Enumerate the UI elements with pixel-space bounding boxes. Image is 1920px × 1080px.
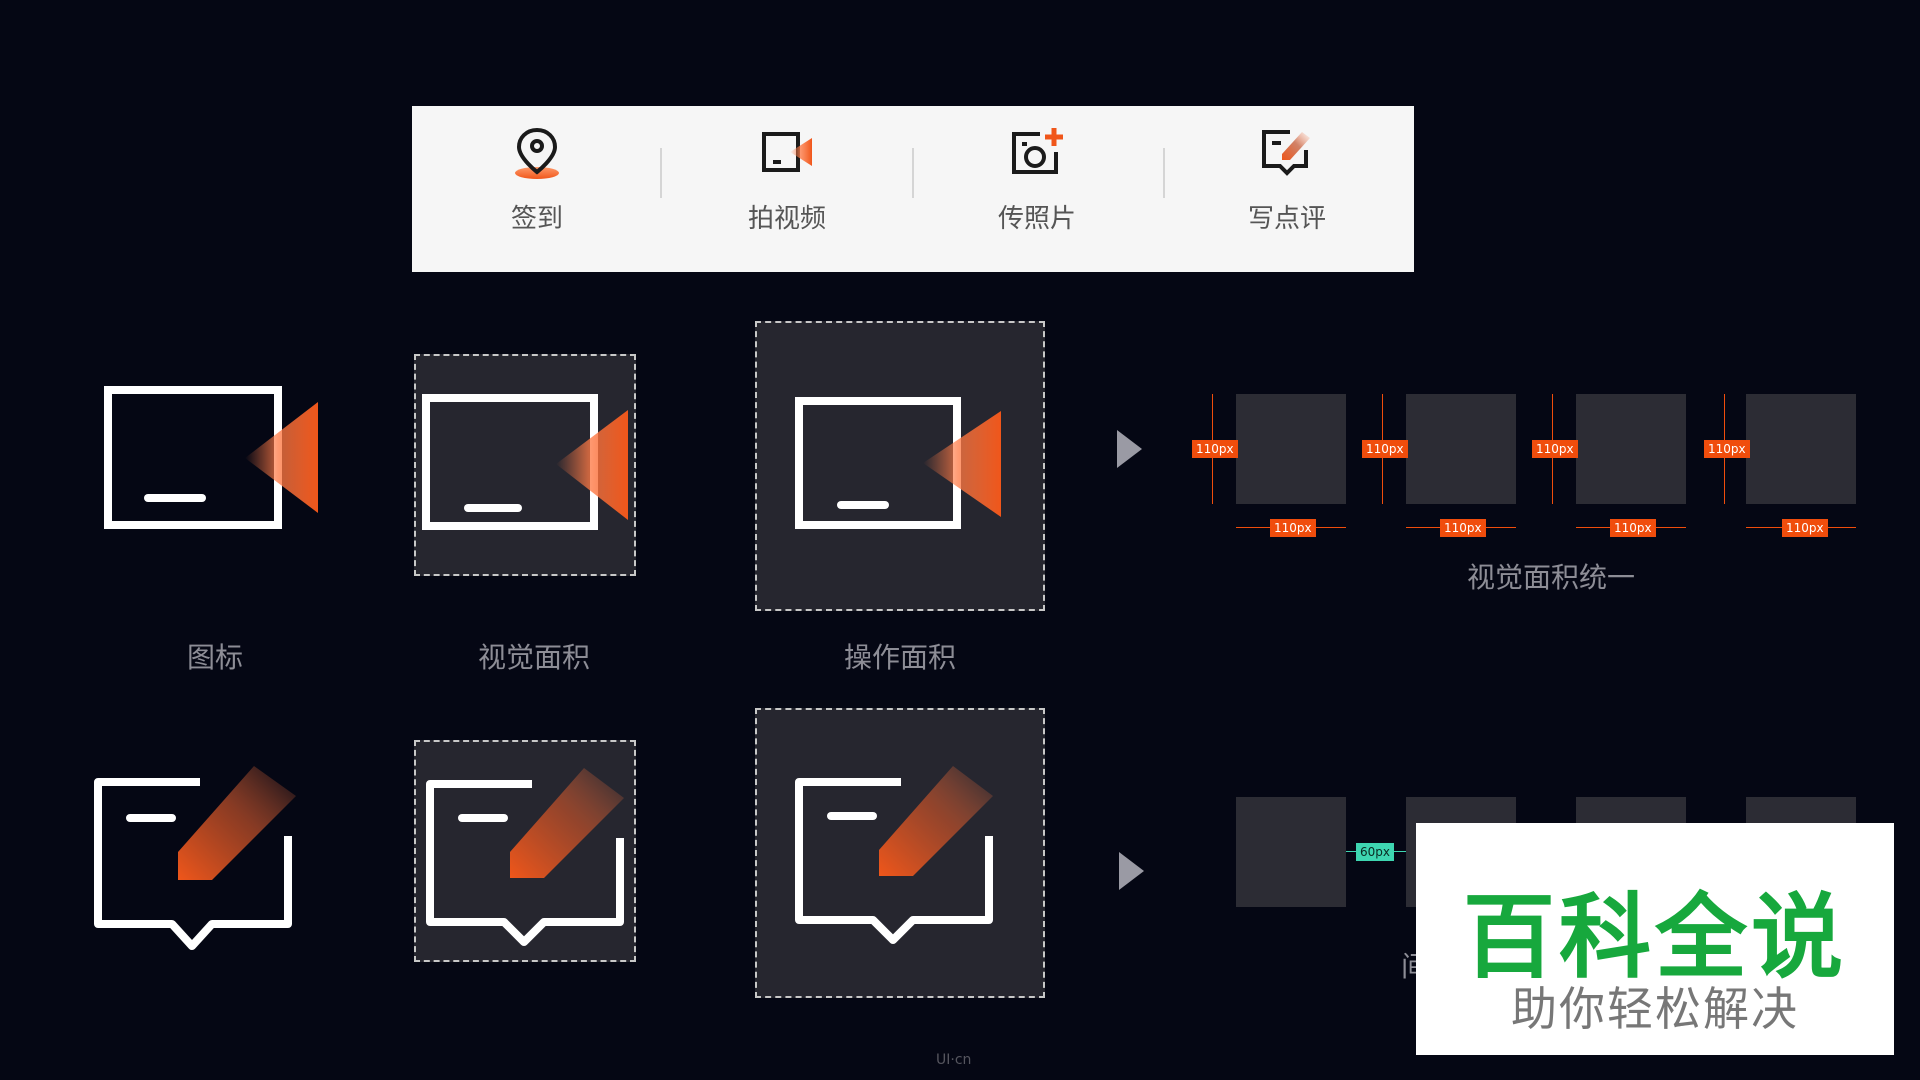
height-label: 110px [1532, 440, 1578, 458]
caption-visual-area-unified: 视觉面积统一 [1466, 561, 1635, 594]
operation-area-box [755, 321, 1045, 611]
write-review-icon [94, 766, 296, 950]
height-label: 110px [1704, 440, 1750, 458]
caption-visual-area: 视觉面积 [477, 641, 590, 674]
visual-area-sample [1576, 394, 1686, 504]
watermark-subtitle: 助你轻松解决 [1511, 982, 1799, 1036]
spacing-sample [1236, 797, 1346, 907]
ui-cn-logo: UI·cn [936, 1052, 972, 1068]
video-camera-icon [422, 394, 628, 530]
toolbar-item-review[interactable]: 写点评 [1162, 106, 1412, 272]
toolbar-label-photo: 传照片 [997, 204, 1076, 234]
toolbar-divider [1163, 148, 1165, 198]
spacing-label: 60px [1356, 843, 1394, 861]
width-label: 110px [1440, 519, 1486, 537]
caption-operation-area: 操作面积 [843, 641, 956, 674]
visual-area-sample [1746, 394, 1856, 504]
width-label: 110px [1610, 519, 1656, 537]
write-review-icon [426, 768, 624, 946]
width-label: 110px [1270, 519, 1316, 537]
height-label: 110px [1192, 440, 1238, 458]
toolbar-item-checkin[interactable]: 签到 [412, 106, 662, 272]
toolbar-divider [660, 148, 662, 198]
write-review-icon [1262, 130, 1310, 176]
play-arrow-icon [1117, 430, 1142, 468]
visual-area-sample [1406, 394, 1516, 504]
operation-area-box [755, 708, 1045, 998]
height-label: 110px [1362, 440, 1408, 458]
toolbar-divider [912, 148, 914, 198]
watermark-title: 百科全说 [1462, 884, 1847, 991]
watermark-badge: 百科全说 助你轻松解决 [1416, 823, 1894, 1055]
function-toolbar: 签到 拍视频 传照片 写点评 [412, 106, 1414, 272]
toolbar-label-video: 拍视频 [747, 204, 826, 234]
width-label: 110px [1782, 519, 1828, 537]
visual-area-box [414, 740, 636, 962]
video-camera-icon [104, 386, 318, 529]
play-arrow-icon [1119, 852, 1144, 890]
video-camera-icon [795, 397, 1001, 529]
location-pin-icon [515, 127, 559, 179]
toolbar-item-video[interactable]: 拍视频 [662, 106, 912, 272]
visual-area-box [414, 354, 636, 576]
write-review-icon [795, 766, 993, 944]
visual-area-sample [1236, 394, 1346, 504]
add-photo-icon [1012, 128, 1063, 174]
caption-icon: 图标 [186, 641, 243, 674]
video-camera-icon [762, 132, 812, 172]
toolbar-item-photo[interactable]: 传照片 [912, 106, 1162, 272]
toolbar-label-review: 写点评 [1247, 204, 1326, 234]
toolbar-label-checkin: 签到 [510, 204, 563, 234]
